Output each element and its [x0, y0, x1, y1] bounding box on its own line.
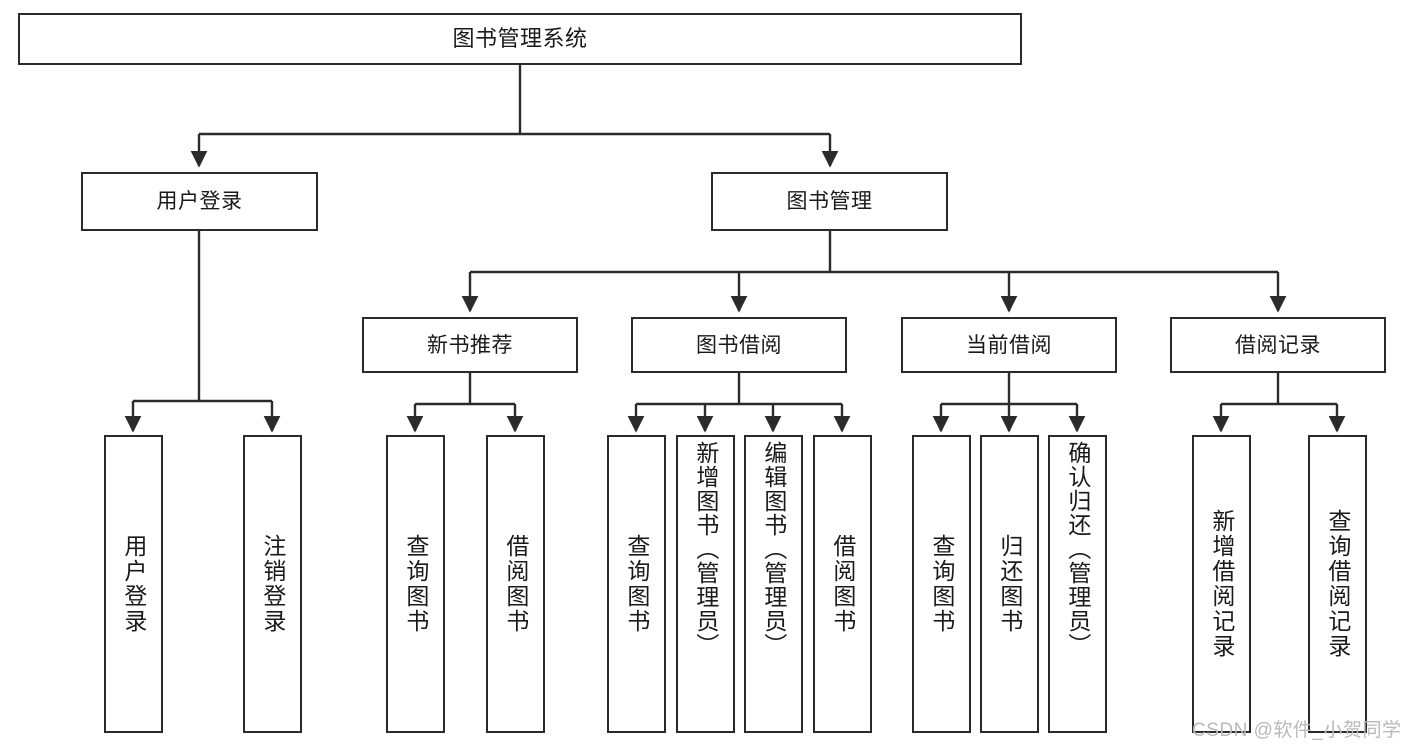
- node-leaf-user-logout[interactable]: 注销登录: [243, 435, 302, 733]
- node-borrow-record[interactable]: 借阅记录: [1170, 317, 1386, 373]
- node-book-borrow[interactable]: 图书借阅: [631, 317, 847, 373]
- node-root[interactable]: 图书管理系统: [18, 13, 1022, 65]
- node-leaf-edit-book-label: 编辑图书（管理员）: [760, 441, 787, 657]
- node-new-book-recommend-label: 新书推荐: [427, 333, 513, 357]
- node-book-manage[interactable]: 图书管理: [711, 172, 948, 231]
- node-leaf-edit-book[interactable]: 编辑图书（管理员）: [744, 435, 803, 733]
- node-leaf-query-book-1[interactable]: 查询图书: [386, 435, 445, 733]
- node-leaf-user-login[interactable]: 用户登录: [104, 435, 163, 733]
- node-current-borrow-label: 当前借阅: [966, 333, 1052, 357]
- node-leaf-query-book-3[interactable]: 查询图书: [912, 435, 971, 733]
- node-user-login-label: 用户登录: [156, 190, 243, 213]
- node-root-label: 图书管理系统: [452, 26, 588, 51]
- node-leaf-add-book-label: 新增图书（管理员）: [692, 441, 719, 657]
- node-leaf-borrow-book-2-label: 借阅图书: [829, 534, 856, 634]
- node-leaf-borrow-book-1-label: 借阅图书: [502, 534, 529, 634]
- node-leaf-add-record-label: 新增借阅记录: [1208, 509, 1235, 659]
- node-current-borrow[interactable]: 当前借阅: [901, 317, 1117, 373]
- node-leaf-query-book-2[interactable]: 查询图书: [607, 435, 666, 733]
- node-leaf-return-book-label: 归还图书: [996, 534, 1023, 634]
- node-leaf-add-book[interactable]: 新增图书（管理员）: [676, 435, 735, 733]
- watermark: CSDN @软件_小贺同学: [1192, 720, 1402, 741]
- node-leaf-user-login-label: 用户登录: [120, 534, 147, 634]
- node-leaf-query-book-2-label: 查询图书: [623, 534, 650, 634]
- node-leaf-query-book-3-label: 查询图书: [928, 534, 955, 634]
- node-leaf-confirm-return-label: 确认归还（管理员）: [1064, 441, 1091, 657]
- node-new-book-recommend[interactable]: 新书推荐: [362, 317, 578, 373]
- node-leaf-query-book-1-label: 查询图书: [402, 534, 429, 634]
- node-user-login[interactable]: 用户登录: [81, 172, 318, 231]
- node-leaf-borrow-book-2[interactable]: 借阅图书: [813, 435, 872, 733]
- node-book-manage-label: 图书管理: [786, 190, 873, 213]
- node-leaf-confirm-return[interactable]: 确认归还（管理员）: [1048, 435, 1107, 733]
- node-leaf-add-record[interactable]: 新增借阅记录: [1192, 435, 1251, 733]
- node-leaf-return-book[interactable]: 归还图书: [980, 435, 1039, 733]
- node-leaf-borrow-book-1[interactable]: 借阅图书: [486, 435, 545, 733]
- node-book-borrow-label: 图书借阅: [696, 333, 782, 357]
- node-leaf-query-record-label: 查询借阅记录: [1324, 509, 1351, 659]
- node-leaf-query-record[interactable]: 查询借阅记录: [1308, 435, 1367, 733]
- node-borrow-record-label: 借阅记录: [1235, 333, 1321, 357]
- node-leaf-user-logout-label: 注销登录: [259, 534, 286, 634]
